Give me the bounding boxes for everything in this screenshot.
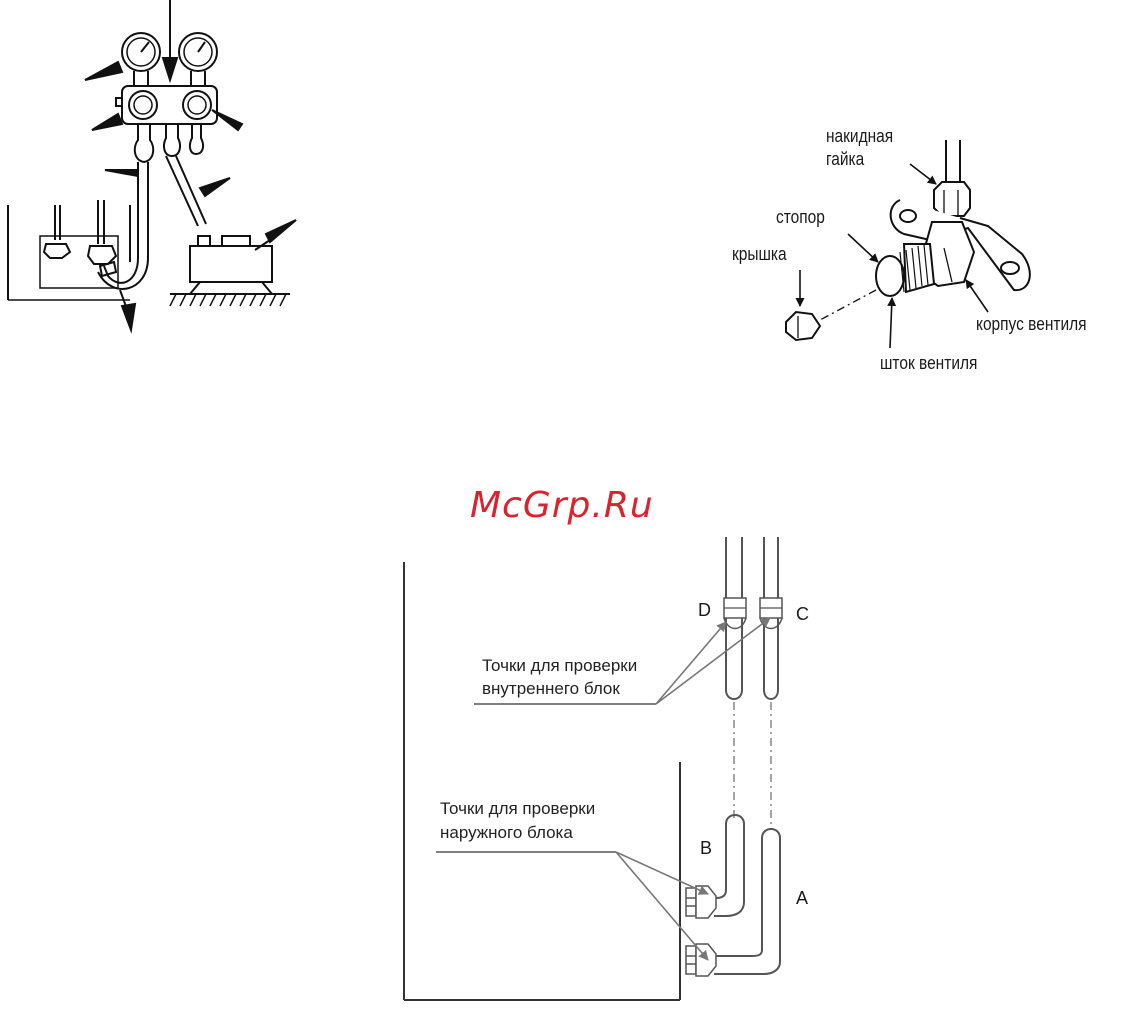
label-flare-nut-line2: гайка <box>826 149 864 170</box>
watermark-text: McGrp.Ru <box>470 485 654 526</box>
label-point-c: C <box>796 604 809 625</box>
label-indoor-check-line1: Точки для проверки <box>482 655 637 677</box>
label-outdoor-check-line2: наружного блока <box>440 822 573 844</box>
label-outdoor-check-line1: Точки для проверки <box>440 798 595 820</box>
label-indoor-check-line2: внутреннего блок <box>482 678 620 700</box>
label-point-d: D <box>698 600 711 621</box>
label-valve-body: корпус вентиля <box>976 314 1087 335</box>
label-point-b: B <box>700 838 712 859</box>
manifold-gauge-illustration <box>8 0 296 330</box>
label-flare-nut-line1: накидная <box>826 126 893 147</box>
label-cap: крышка <box>732 244 787 265</box>
check-points-diagram <box>404 537 782 1000</box>
label-valve-stem: шток вентиля <box>880 353 977 374</box>
label-point-a: A <box>796 888 808 909</box>
label-stopper: стопор <box>776 207 825 228</box>
